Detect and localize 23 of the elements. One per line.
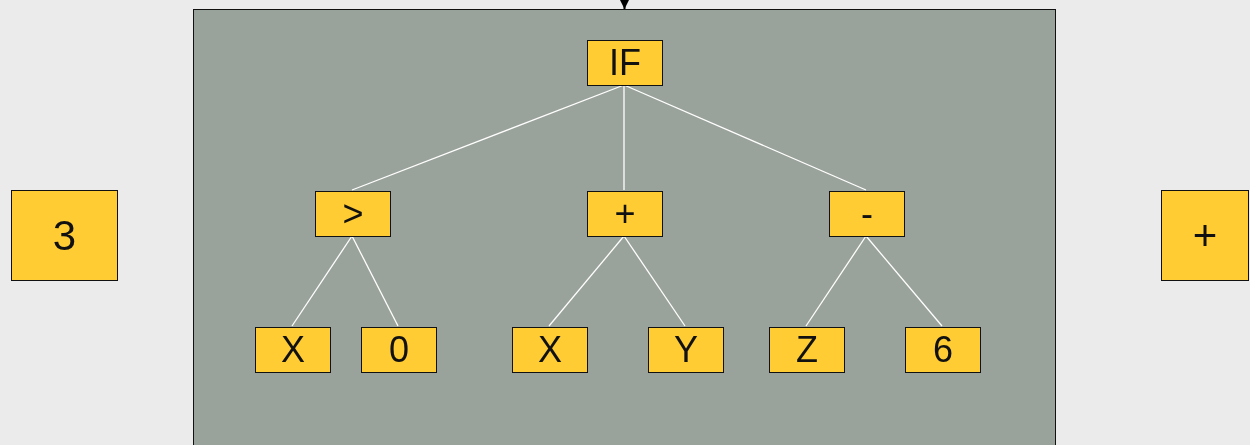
node-box: 3 [11, 190, 118, 281]
connector-line [623, 84, 625, 191]
node-box: Z [769, 327, 845, 373]
node-box: Y [648, 327, 724, 373]
connector-line [351, 235, 399, 327]
connector-line [623, 84, 867, 191]
node-box: IF [587, 40, 663, 86]
connector-line [805, 235, 867, 327]
panel [193, 9, 1056, 445]
connector-line [351, 84, 625, 191]
node-box: 6 [905, 327, 981, 373]
connector-line [623, 235, 686, 327]
node-box: + [1161, 190, 1249, 281]
node-box: X [255, 327, 331, 373]
node-box: X [512, 327, 588, 373]
connector-line [548, 235, 625, 327]
node-box: > [315, 191, 391, 237]
connector-line [291, 235, 353, 327]
connector-line [865, 235, 943, 327]
node-box: - [829, 191, 905, 237]
arrow [619, 0, 630, 10]
node-box: 0 [361, 327, 437, 373]
node-box: + [587, 191, 663, 237]
